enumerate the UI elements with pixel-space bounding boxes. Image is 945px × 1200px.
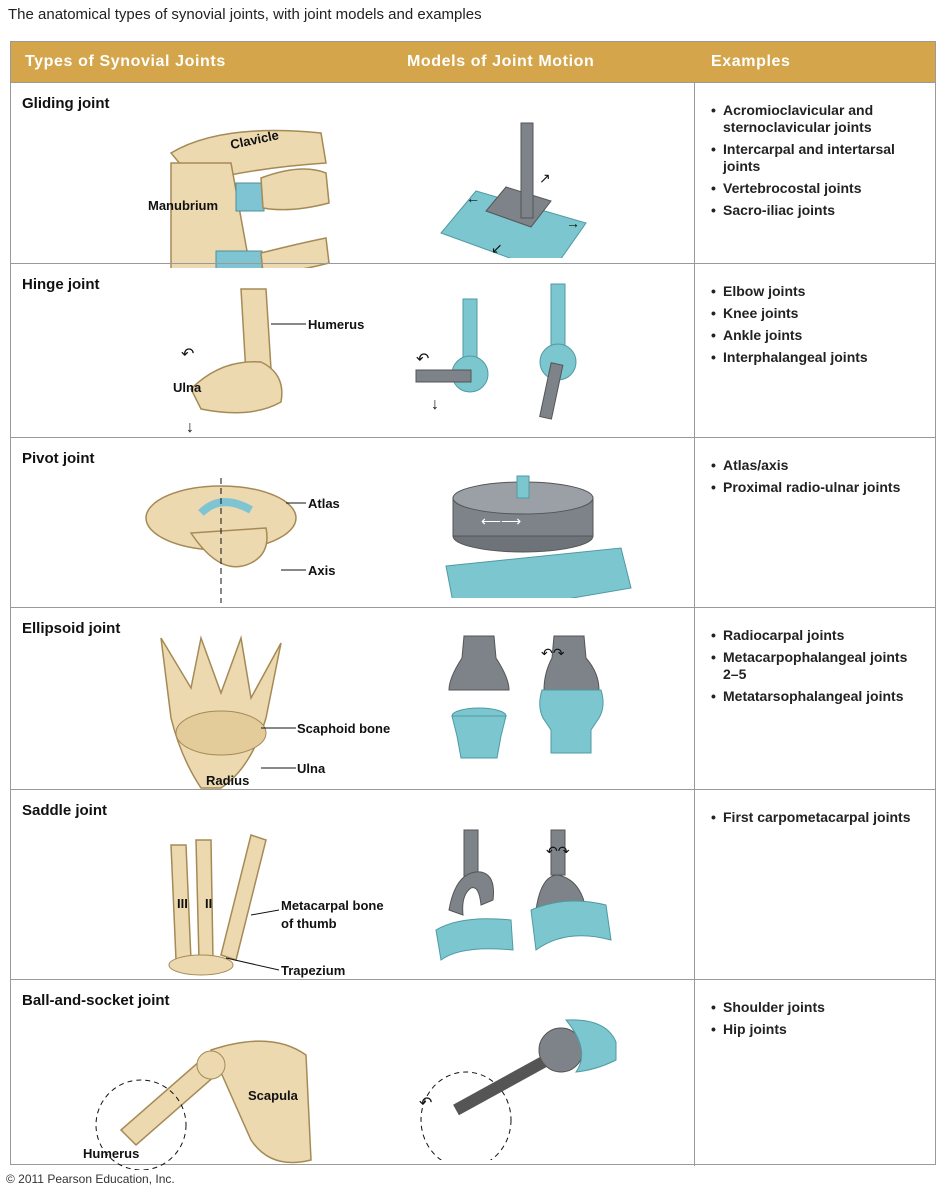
examples-hinge: Elbow joints Knee joints Ankle joints In… [711,283,926,371]
example-item: First carpometacarpal joints [711,809,926,826]
joint-table: Types of Synovial Joints Models of Joint… [10,41,936,1170]
label-manubrium: Manubrium [148,198,218,213]
label-ulna: Ulna [173,380,202,395]
svg-text:↶: ↶ [416,351,429,368]
label-trapezium: Trapezium [281,963,345,978]
svg-text:↶↷: ↶↷ [546,843,570,859]
row-pivot-joint: Pivot joint Atlas Axis ⟵⟶ Atlas/axis Pro… [11,437,935,607]
example-item: Interphalangeal joints [711,349,926,366]
svg-text:↶: ↶ [419,1095,432,1112]
hinge-joint-model: ↶ ↓ [415,283,577,420]
example-item: Hip joints [711,1021,926,1038]
row-ball-and-socket-joint: Ball-and-socket joint Scapula Humerus ↶ … [11,979,935,1170]
gliding-joint-illustration: Clavicle Manubrium [148,127,330,268]
saddle-joint-illustration: III II Metacarpal bone of thumb Trapeziu… [168,834,384,978]
joint-name-ball-and-socket: Ball-and-socket joint [22,992,170,1009]
page-title: The anatomical types of synovial joints,… [8,6,482,23]
header-types: Types of Synovial Joints [25,53,226,70]
ellipsoid-joint-illustration: Scaphoid bone Ulna Radius [160,635,390,789]
svg-text:⟵⟶: ⟵⟶ [481,513,521,529]
ellipsoid-joint-model: ↶↷ [448,635,604,759]
example-item: Sacro-iliac joints [711,202,926,219]
svg-text:←: ← [466,190,480,206]
ball-and-socket-joint-illustration: Scapula Humerus [83,1040,312,1170]
svg-text:↓: ↓ [431,396,439,413]
examples-ellipsoid: Radiocarpal joints Metacarpophalangeal j… [711,627,926,710]
examples-gliding: Acromioclavicular and sternoclavicular j… [711,102,926,224]
example-item: Ankle joints [711,327,926,344]
examples-pivot: Atlas/axis Proximal radio-ulnar joints [711,457,926,501]
copyright: © 2011 Pearson Education, Inc. [6,1172,175,1186]
table-header: Types of Synovial Joints Models of Joint… [11,42,935,82]
label-radius: Radius [206,773,249,788]
svg-text:↙: ↙ [491,240,503,256]
hinge-joint-illustration: Humerus Ulna ↶ ↓ [173,288,364,436]
examples-ball-and-socket: Shoulder joints Hip joints [711,999,926,1043]
example-item: Intercarpal and intertarsal joints [711,141,926,175]
svg-text:↗: ↗ [539,170,551,186]
label-atlas: Atlas [308,496,340,511]
row-gliding-joint: Gliding joint Clavicle Manubrium ↗ ← → ↙… [11,82,935,268]
joint-name-gliding: Gliding joint [22,95,110,112]
saddle-joint-model: ↶↷ [435,829,612,961]
label-scapula: Scapula [248,1088,299,1103]
example-item: Proximal radio-ulnar joints [711,479,926,496]
svg-text:↶↷: ↶↷ [541,645,565,661]
joint-name-hinge: Hinge joint [22,276,100,293]
label-humerus: Humerus [308,317,364,332]
joint-name-pivot: Pivot joint [22,450,95,467]
example-item: Atlas/axis [711,457,926,474]
pivot-joint-illustration: Atlas Axis [145,478,340,603]
label-humerus-shoulder: Humerus [83,1146,139,1161]
header-examples: Examples [711,53,791,70]
examples-saddle: First carpometacarpal joints [711,809,926,831]
pivot-joint-model: ⟵⟶ [445,475,632,598]
example-item: Knee joints [711,305,926,322]
label-metacarpal-ii: II [205,896,212,911]
example-item: Vertebrocostal joints [711,180,926,197]
example-item: Metacarpophalangeal joints 2–5 [711,649,926,683]
row-hinge-joint: Hinge joint Humerus Ulna ↶ ↓ ↶ ↓ Elbow j… [11,263,935,437]
svg-text:→: → [566,215,580,231]
joint-name-saddle: Saddle joint [22,802,108,819]
row-ellipsoid-joint: Ellipsoid joint Scaphoid bone Ulna Radiu… [11,607,935,789]
label-scaphoid: Scaphoid bone [297,721,390,736]
row-saddle-joint: Saddle joint III II Metacarpal bone of t… [11,789,935,979]
example-item: Radiocarpal joints [711,627,926,644]
example-item: Acromioclavicular and sternoclavicular j… [711,102,926,136]
example-item: Elbow joints [711,283,926,300]
svg-text:↓: ↓ [186,419,194,436]
ball-and-socket-joint-model: ↶ [419,1019,617,1160]
example-item: Shoulder joints [711,999,926,1016]
label-axis: Axis [308,563,335,578]
gliding-joint-model: ↗ ← → ↙ [440,122,587,258]
label-ulna-wrist: Ulna [297,761,326,776]
label-metacarpal-iii: III [177,896,188,911]
label-of-thumb: of thumb [281,916,337,931]
joint-name-ellipsoid: Ellipsoid joint [22,620,121,637]
svg-text:↶: ↶ [181,346,194,363]
label-metacarpal-thumb: Metacarpal bone [281,898,384,913]
example-item: Metatarsophalangeal joints [711,688,926,705]
header-models: Models of Joint Motion [407,53,595,70]
